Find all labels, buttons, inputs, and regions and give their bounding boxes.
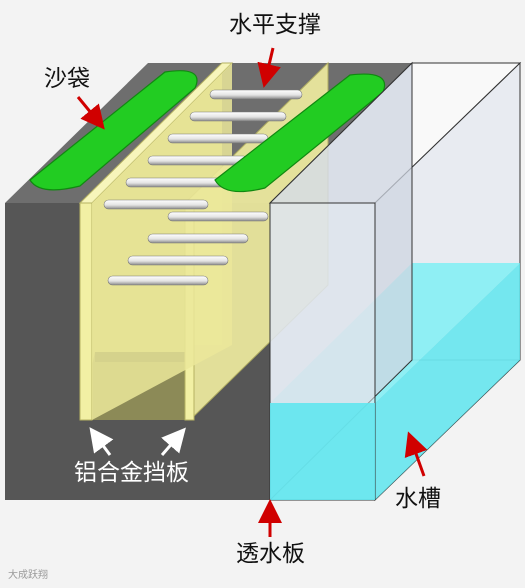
water-front — [270, 403, 375, 500]
brace-rod — [189, 111, 287, 122]
sandbag-left — [29, 70, 198, 191]
plate-arrow — [89, 427, 114, 456]
label-horizontal-brace: 水平支撑 — [229, 12, 321, 38]
brace-rod — [127, 255, 229, 266]
brace-rod — [147, 233, 249, 244]
plate-arrow — [160, 427, 186, 456]
brace-rod — [147, 155, 249, 166]
brace-rod — [103, 199, 209, 210]
brace-rod — [125, 177, 229, 188]
brace-arrow — [257, 47, 281, 88]
brace-rod — [107, 275, 209, 286]
brace-rod — [167, 211, 269, 222]
aluminum-plate-left — [79, 202, 93, 421]
sandbag-arrow — [76, 96, 105, 130]
label-aluminum-plate: 铝合金挡板 — [74, 460, 189, 486]
label-water-tank: 水槽 — [395, 486, 441, 512]
brace-rod — [167, 133, 269, 144]
label-sandbag: 沙袋 — [44, 66, 90, 92]
watermark: 大成跃翔 — [8, 570, 48, 581]
label-permeable-plate: 透水板 — [236, 541, 305, 567]
brace-rod — [209, 89, 303, 100]
tank-arrow — [404, 431, 428, 477]
horizontal-braces — [103, 89, 303, 286]
